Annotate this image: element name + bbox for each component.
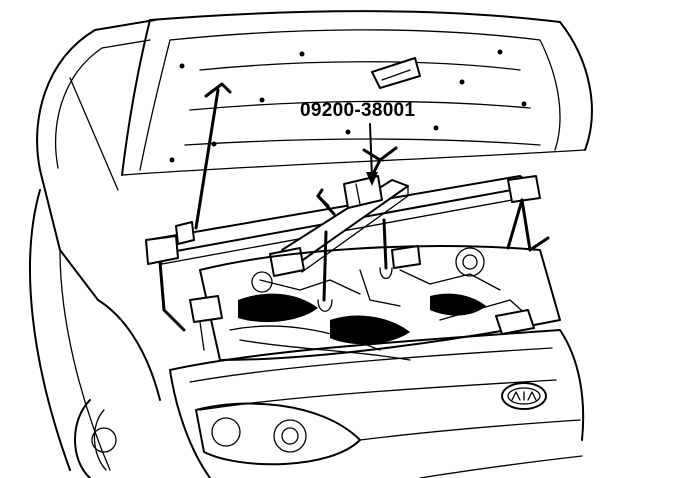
- kia-emblem-icon: [501, 382, 547, 410]
- engine-bay: [189, 245, 561, 361]
- engine-support-fixture: [145, 146, 550, 332]
- callout-leader: [366, 123, 378, 186]
- windshield-outline: [36, 19, 156, 301]
- hood-panel: [121, 10, 593, 176]
- left-fender: [29, 189, 161, 471]
- front-wheel: [74, 399, 117, 478]
- hood-prop-rod: [194, 88, 220, 230]
- part-number-callout: 09200-38001: [300, 100, 416, 121]
- hood-rivets: [169, 49, 527, 163]
- headlamp: [195, 402, 361, 466]
